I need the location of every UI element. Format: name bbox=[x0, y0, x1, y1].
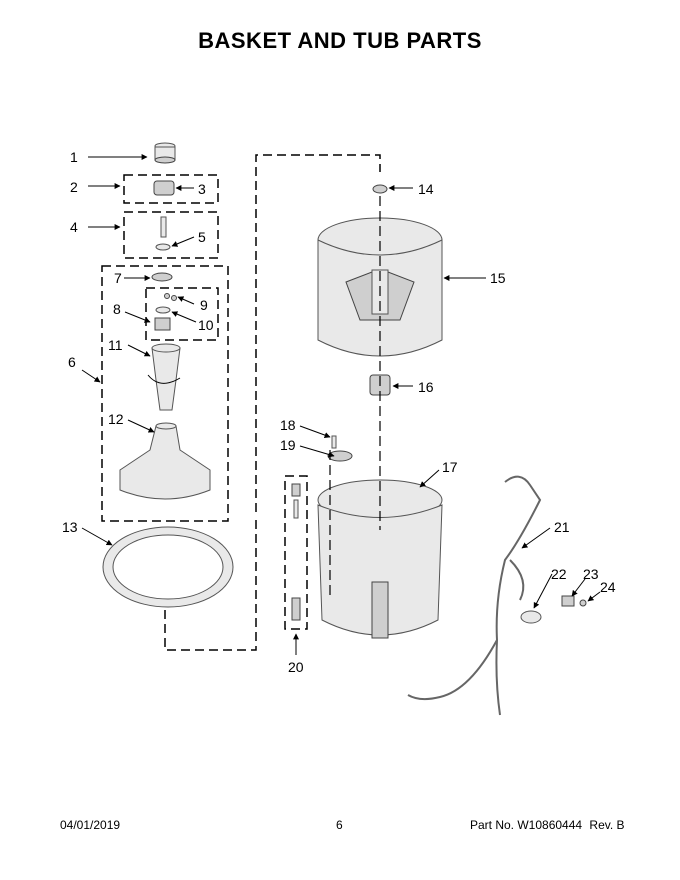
part-12-agitator-base bbox=[119, 422, 211, 500]
callout-4: 4 bbox=[70, 219, 78, 235]
part-1-agitator-cap bbox=[154, 142, 176, 164]
callout-18: 18 bbox=[280, 417, 296, 433]
callout-15: 15 bbox=[490, 270, 506, 286]
part-22-23-24-sensor bbox=[520, 595, 587, 624]
callout-12: 12 bbox=[108, 411, 124, 427]
group-box-2 bbox=[123, 174, 219, 204]
part-13-ring bbox=[102, 526, 234, 608]
callout-1: 1 bbox=[70, 149, 78, 165]
footer-part-prefix: Part No. bbox=[470, 818, 515, 832]
callout-9: 9 bbox=[200, 297, 208, 313]
part-20-suspension bbox=[291, 483, 301, 621]
callout-7: 7 bbox=[114, 270, 122, 286]
footer-date: 04/01/2019 bbox=[60, 818, 121, 832]
part-21-wire-harness bbox=[407, 475, 542, 716]
callout-20: 20 bbox=[288, 659, 304, 675]
page-title: BASKET AND TUB PARTS bbox=[198, 28, 482, 53]
callout-19: 19 bbox=[280, 437, 296, 453]
callout-21: 21 bbox=[554, 519, 570, 535]
callout-8: 8 bbox=[113, 301, 121, 317]
callout-6: 6 bbox=[68, 354, 76, 370]
callout-22: 22 bbox=[551, 566, 567, 582]
callout-2: 2 bbox=[70, 179, 78, 195]
ring-connector-line bbox=[164, 520, 257, 651]
callout-11: 11 bbox=[108, 337, 123, 353]
part-7-cam bbox=[151, 272, 173, 282]
footer-part-number: Part No. W10860444 Rev. B bbox=[470, 818, 625, 832]
group-box-4 bbox=[123, 211, 219, 259]
part-9-10-clips bbox=[154, 293, 177, 331]
part-11-agitator-top bbox=[147, 343, 181, 411]
part-18-19-screw-bracket bbox=[327, 435, 353, 462]
callout-23: 23 bbox=[583, 566, 599, 582]
group-box-6 bbox=[101, 265, 229, 522]
callout-3: 3 bbox=[198, 181, 206, 197]
footer-part-no: W10860444 bbox=[517, 818, 583, 832]
part-14-nut bbox=[372, 184, 388, 194]
leader-lines bbox=[81, 154, 601, 655]
footer-revision: Rev. B bbox=[589, 818, 625, 832]
group-box-20 bbox=[284, 475, 308, 630]
callout-14: 14 bbox=[418, 181, 434, 197]
callout-10: 10 bbox=[198, 317, 214, 333]
footer-page-number: 6 bbox=[336, 818, 343, 832]
callout-5: 5 bbox=[198, 229, 206, 245]
callout-24: 24 bbox=[600, 579, 616, 595]
callout-13: 13 bbox=[62, 519, 78, 535]
part-5-bolt-washer bbox=[155, 216, 171, 251]
callout-17: 17 bbox=[442, 459, 458, 475]
group-box-8 bbox=[145, 287, 219, 341]
callout-16: 16 bbox=[418, 379, 434, 395]
part-3-cap-insert bbox=[153, 180, 175, 196]
part-17-outer-tub bbox=[317, 479, 443, 639]
